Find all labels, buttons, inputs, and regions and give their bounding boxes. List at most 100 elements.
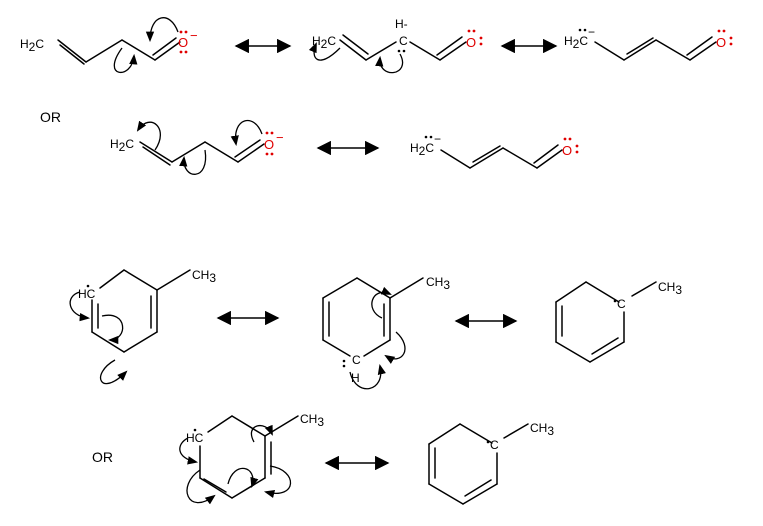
charge-minus: − — [434, 132, 441, 146]
svg-text:CH3: CH3 — [658, 280, 682, 297]
bond — [462, 483, 498, 505]
bond — [555, 341, 591, 363]
curved-arrow — [179, 149, 207, 175]
lone-pair-dot — [342, 359, 346, 363]
charge-minus: − — [190, 28, 198, 43]
lone-pair-dot — [397, 49, 401, 53]
svg-text:CH3: CH3 — [300, 412, 324, 429]
lone-pair-dot — [342, 364, 346, 368]
carbon-atom: C — [399, 34, 408, 48]
carbon-atom: C — [352, 353, 361, 367]
bond — [231, 415, 266, 437]
bond — [469, 147, 504, 169]
curved-arrow — [136, 120, 161, 151]
lone-pair-dot — [575, 144, 579, 148]
row3-ring-2: CH3 C H — [322, 275, 450, 390]
atom-label-h: H — [312, 34, 321, 48]
bond — [623, 39, 657, 61]
lone-pair-dot — [722, 29, 726, 33]
bond — [154, 41, 181, 61]
atom-label-h: H — [110, 137, 119, 151]
oxygen-atom: O — [466, 35, 476, 50]
atom-subscript: 2 — [29, 40, 36, 54]
bond — [234, 139, 261, 158]
bond — [626, 37, 654, 55]
svg-text:H2C: H2C — [110, 137, 134, 154]
lone-pair-dot — [179, 30, 183, 34]
oxygen-atom: O — [716, 35, 726, 50]
curved-arrow — [230, 119, 263, 147]
bond — [203, 478, 227, 493]
ch3-subscript: 3 — [675, 283, 682, 297]
atom-label-c: C — [327, 34, 336, 48]
bond — [123, 331, 158, 353]
curved-arrow — [113, 47, 138, 73]
oxygen-atom: O — [264, 137, 274, 152]
curved-arrow — [99, 359, 128, 385]
atom-label-h: H — [351, 371, 360, 385]
lone-pair-dot — [265, 131, 269, 135]
curved-arrow — [101, 314, 124, 345]
ch3-subscript: 3 — [547, 424, 554, 438]
row4-ring-2: C CH3 — [428, 421, 554, 505]
bond — [57, 39, 87, 63]
lone-pair-dot — [270, 152, 274, 156]
row3-ring-3: C CH3 — [555, 280, 682, 363]
svg-text:H2C: H2C — [20, 37, 44, 54]
row1-structure-2: H2C C H- O — [308, 17, 483, 74]
bond — [439, 41, 467, 61]
lone-pair-dot — [402, 49, 406, 53]
curved-arrow — [179, 437, 199, 465]
bond — [99, 269, 125, 289]
bond — [472, 145, 501, 163]
atom-label-c: C — [35, 37, 44, 51]
radical-dot — [486, 440, 490, 444]
atom-label-c: C — [579, 34, 588, 48]
lone-pair-dot — [472, 29, 476, 33]
bond — [156, 269, 191, 291]
atom-subscript: 2 — [321, 37, 328, 51]
row3-ring-1: HC CH3 — [69, 268, 216, 385]
lone-pair-dot — [184, 30, 188, 34]
charge-minus: − — [276, 130, 284, 145]
ch3-label: CH — [530, 421, 547, 435]
radical-dot — [86, 284, 90, 288]
lone-pair-dot — [568, 137, 572, 141]
bond — [123, 269, 158, 291]
bond — [365, 41, 397, 61]
bond — [85, 39, 123, 63]
atom-label-c: C — [425, 141, 434, 155]
bond — [342, 34, 369, 55]
ch3-label: CH — [658, 280, 675, 294]
bond — [59, 44, 85, 65]
row2-structure-2: H2C − O — [410, 132, 579, 169]
curved-arrow — [384, 331, 406, 364]
or-label-2: OR — [92, 449, 113, 465]
hc-label: HC — [78, 287, 96, 301]
bond — [686, 36, 713, 56]
curved-arrow — [349, 363, 386, 390]
radical-dot — [613, 299, 617, 303]
bond — [655, 39, 691, 61]
atom-subscript: 2 — [573, 37, 580, 51]
svg-text:CH3: CH3 — [426, 275, 450, 292]
lone-pair-dot — [563, 137, 567, 141]
bond — [585, 281, 620, 303]
ch3-label: CH — [426, 275, 443, 289]
bond — [589, 341, 625, 363]
lone-pair-dot — [575, 150, 579, 154]
lone-pair-dot — [729, 42, 733, 46]
bond — [121, 39, 156, 61]
bond — [363, 339, 391, 357]
atom-label-h: H — [564, 34, 573, 48]
lone-pair-dot — [429, 135, 433, 139]
bond — [139, 141, 173, 163]
charge-minus: − — [588, 25, 595, 39]
ch3-label: CH — [300, 412, 317, 426]
curved-arrow — [69, 291, 91, 322]
bond — [322, 339, 351, 357]
lone-pair-dot — [717, 29, 721, 33]
curved-arrow — [263, 465, 292, 499]
